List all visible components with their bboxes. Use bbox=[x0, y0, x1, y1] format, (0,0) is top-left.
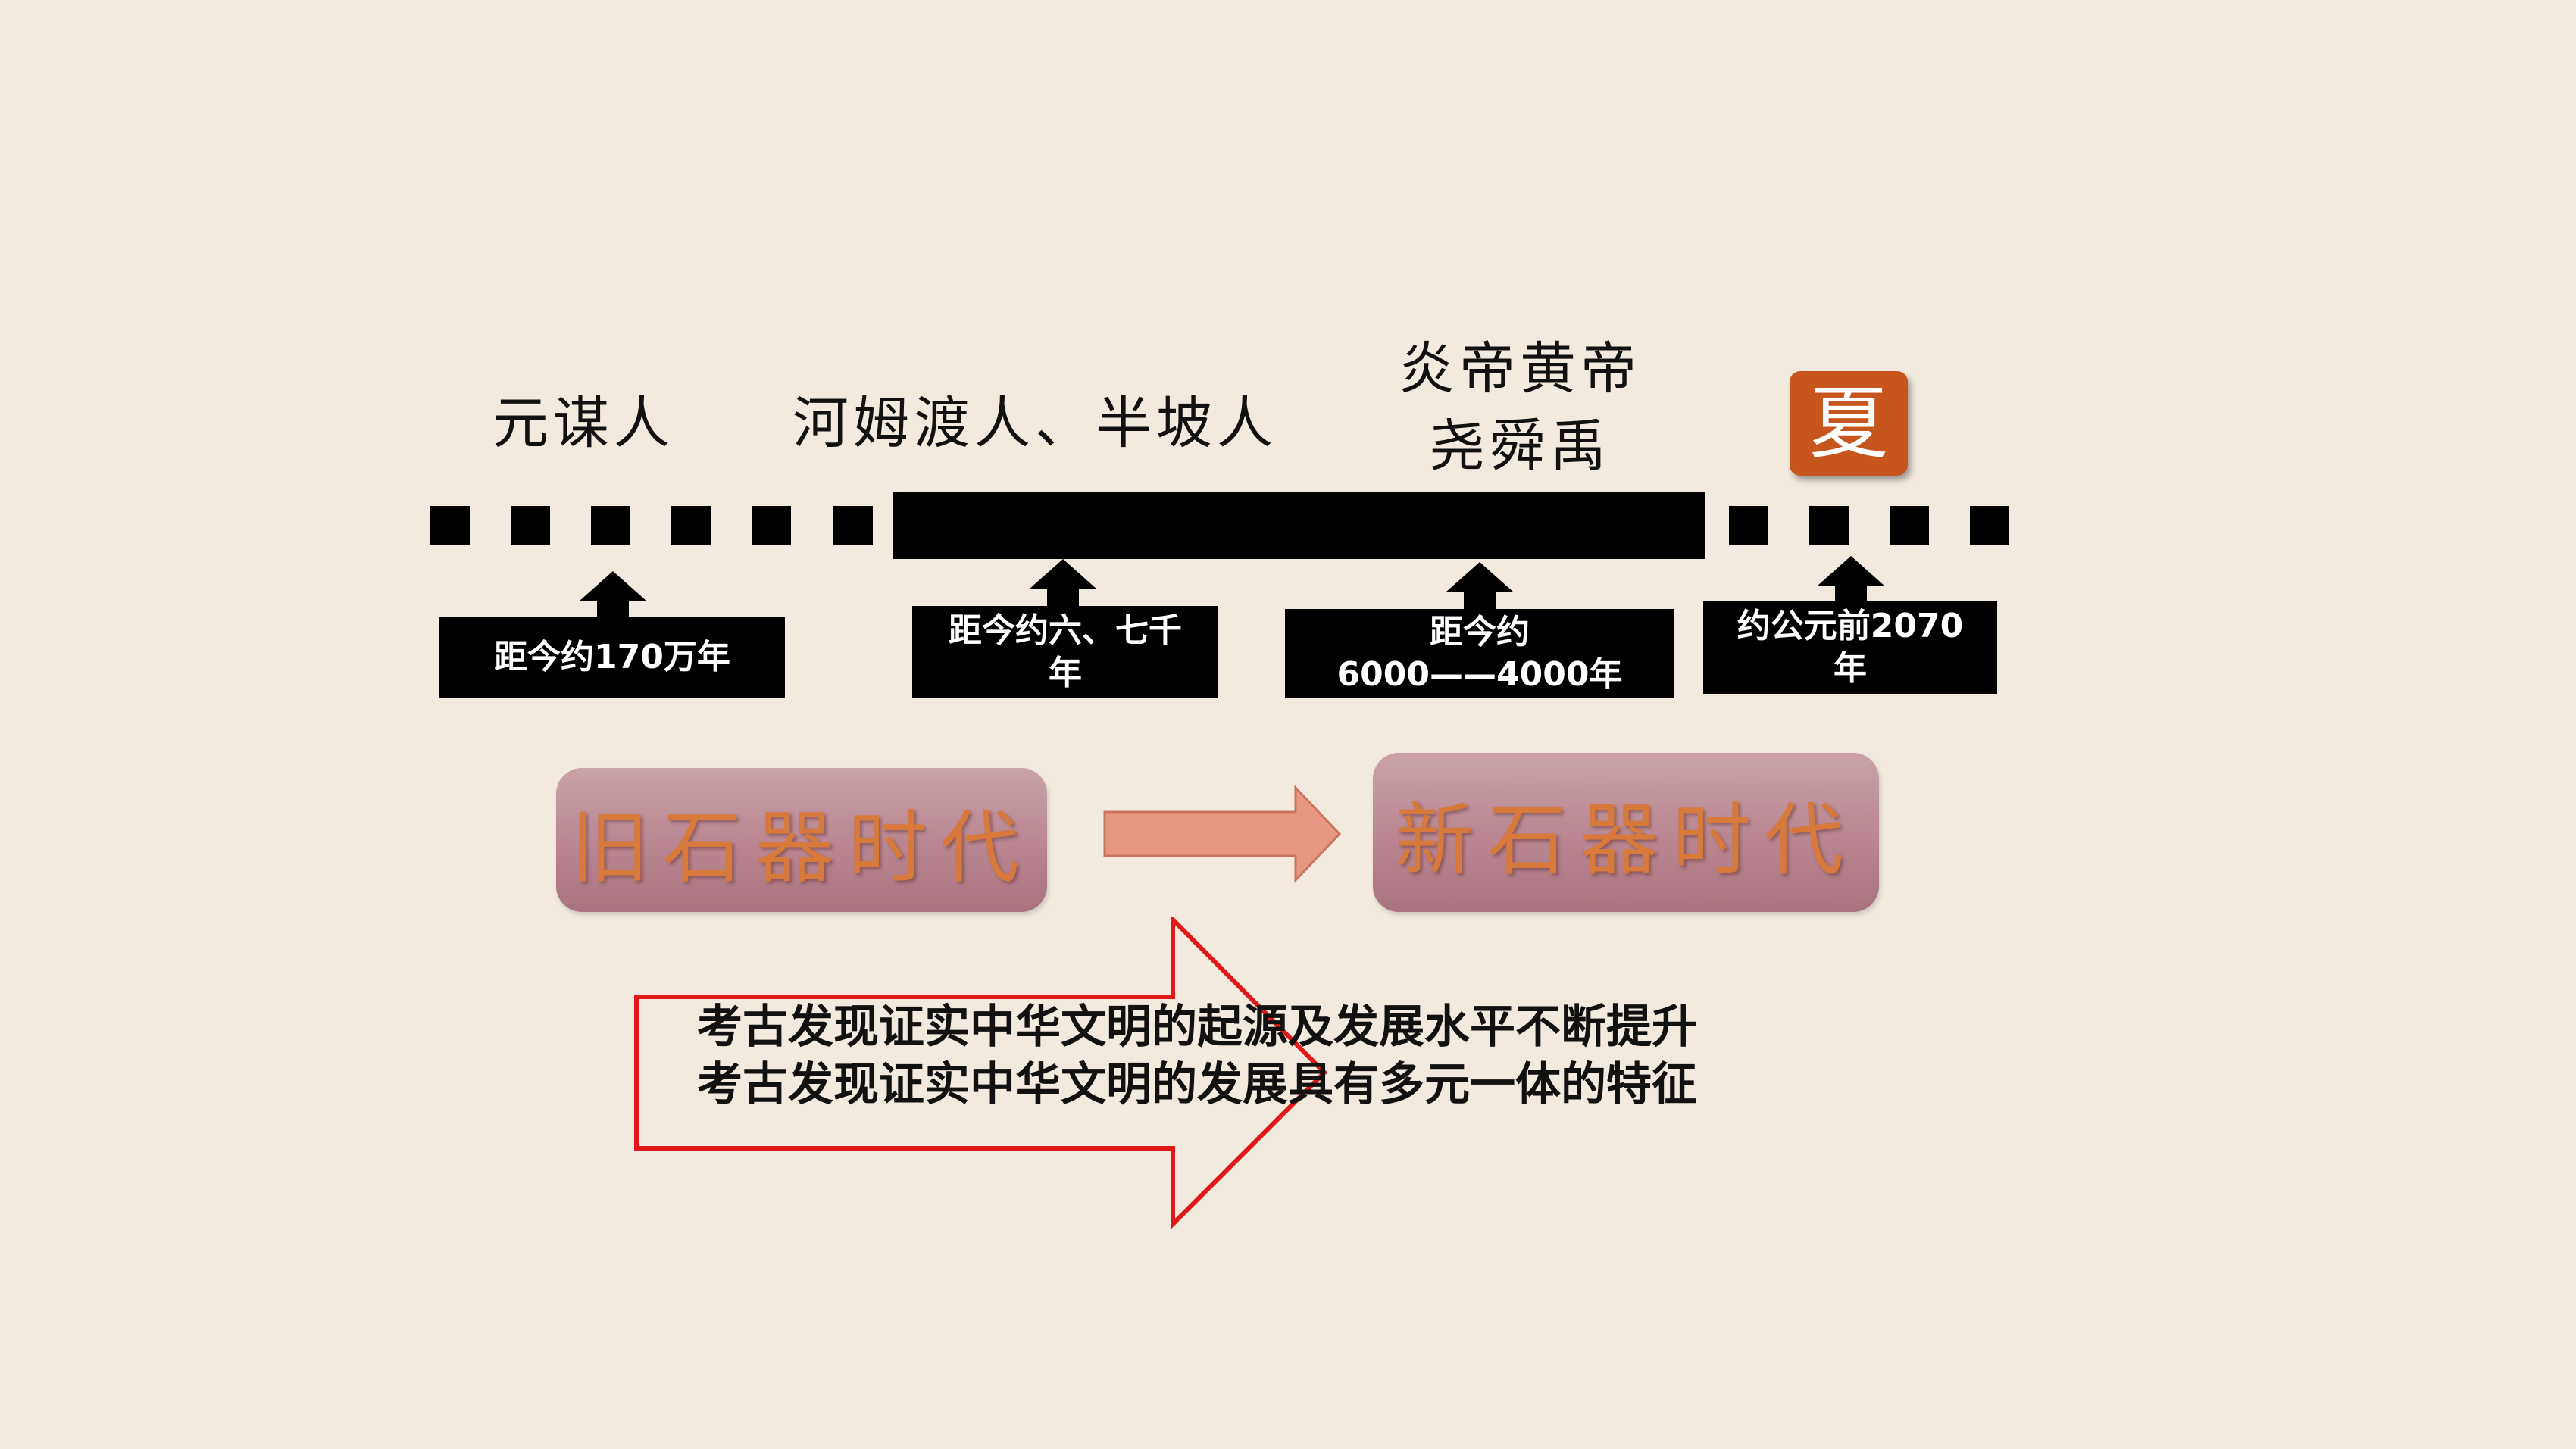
date-text-line2: 年 bbox=[1834, 649, 1867, 688]
date-text-line2: 年 bbox=[1049, 654, 1082, 692]
label-hemudu-banpo: 河姆渡人、半坡人 bbox=[792, 391, 1277, 456]
label-yuanmou: 元谋人 bbox=[492, 391, 674, 456]
date-box-xia: 约公元前2070 年 bbox=[1703, 601, 1997, 694]
date-box-yuanmou: 距今约170万年 bbox=[439, 617, 785, 698]
up-arrow-icon bbox=[1029, 559, 1097, 606]
right-arrow-icon bbox=[1103, 785, 1342, 883]
big-arrow-outline bbox=[634, 917, 1328, 1229]
conclusion-line2: 考古发现证实中华文明的发展具有多元一体的特征 bbox=[697, 1058, 1697, 1111]
date-text-line1: 距今约六、七千 bbox=[949, 611, 1182, 650]
label-emperors-line2: 尧舜禹 bbox=[1429, 414, 1611, 479]
timeline-dash bbox=[833, 506, 873, 545]
timeline-dash bbox=[1890, 506, 1929, 545]
up-arrow-icon bbox=[1446, 562, 1514, 609]
up-arrow-icon bbox=[579, 571, 647, 618]
xia-badge: 夏 bbox=[1790, 371, 1908, 476]
label-emperors-line1: 炎帝黄帝 bbox=[1399, 336, 1641, 401]
era-box-paleolithic: 旧石器时代 bbox=[556, 768, 1047, 912]
timeline-dash bbox=[1729, 506, 1768, 545]
timeline-dash bbox=[591, 506, 630, 545]
era-box-neolithic: 新石器时代 bbox=[1373, 753, 1879, 912]
timeline-dash bbox=[430, 506, 470, 545]
date-text-line1: 距今约 bbox=[1430, 613, 1530, 651]
date-text: 距今约170万年 bbox=[494, 638, 730, 676]
up-arrow-icon bbox=[1817, 556, 1885, 603]
timeline-dash bbox=[1809, 506, 1849, 545]
date-box-hemudu-banpo: 距今约六、七千 年 bbox=[912, 606, 1218, 698]
timeline-dash bbox=[511, 506, 550, 545]
timeline-solid-segment bbox=[893, 492, 1705, 559]
timeline-dash bbox=[1970, 506, 2009, 545]
timeline-dash bbox=[671, 506, 711, 545]
date-text-line2: 6000——4000年 bbox=[1336, 655, 1623, 694]
date-text-line1: 约公元前2070 bbox=[1737, 607, 1964, 645]
conclusion-line1: 考古发现证实中华文明的起源及发展水平不断提升 bbox=[697, 1001, 1697, 1054]
date-box-emperors: 距今约 6000——4000年 bbox=[1285, 609, 1674, 698]
timeline-dash bbox=[752, 506, 791, 545]
conclusion-text: 考古发现证实中华文明的起源及发展水平不断提升 考古发现证实中华文明的发展具有多元… bbox=[697, 998, 1697, 1113]
